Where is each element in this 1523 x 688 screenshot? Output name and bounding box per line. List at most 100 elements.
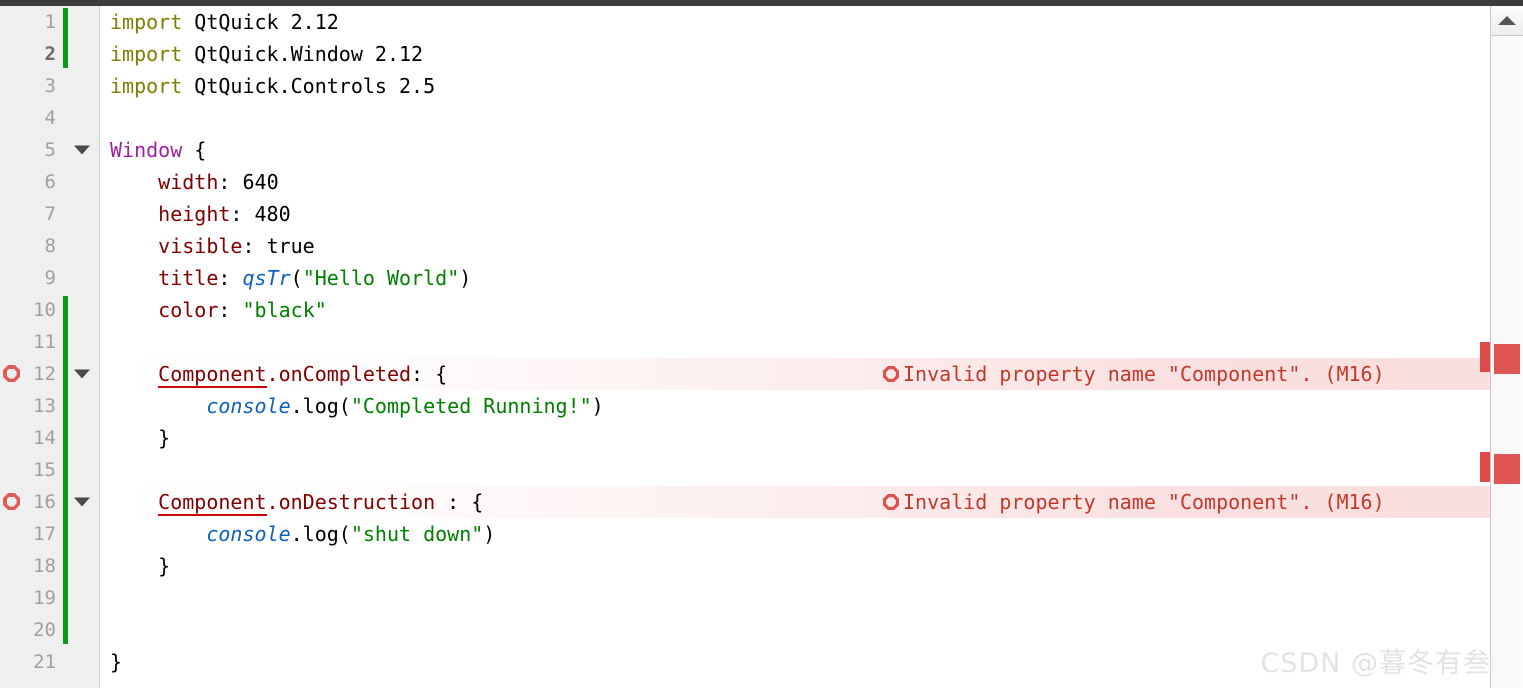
code-line[interactable]: import QtQuick 2.12 xyxy=(101,6,1490,38)
gutter-row[interactable]: 18 xyxy=(0,550,100,582)
code-token: import xyxy=(110,74,183,98)
code-line[interactable]: Window { xyxy=(101,134,1490,166)
gutter-row[interactable]: 2 xyxy=(0,38,100,70)
gutter-row[interactable]: 3 xyxy=(0,70,100,102)
code-line-with-error[interactable]: Component.onDestruction : {Invalid prope… xyxy=(101,486,1490,518)
gutter-row[interactable]: 6 xyxy=(0,166,100,198)
code-token: } xyxy=(110,554,171,578)
code-line[interactable]: width: 640 xyxy=(101,166,1490,198)
line-number: 17 xyxy=(33,523,56,545)
code-token: : xyxy=(242,234,267,258)
inline-error-annotation[interactable]: Invalid property name "Component". (M16) xyxy=(883,358,1385,390)
gutter-row[interactable]: 11 xyxy=(0,326,100,358)
gutter-row[interactable]: 1 xyxy=(0,6,100,38)
gutter-row[interactable]: 15 xyxy=(0,454,100,486)
code-token: console xyxy=(206,522,291,546)
code-token: width xyxy=(158,170,219,194)
line-number: 10 xyxy=(33,299,56,321)
gutter-row[interactable]: 17 xyxy=(0,518,100,550)
change-indicator-bar xyxy=(63,296,68,644)
code-token xyxy=(110,362,158,386)
line-number: 5 xyxy=(44,139,56,161)
line-number: 12 xyxy=(33,363,56,385)
code-line[interactable]: } xyxy=(101,422,1490,454)
code-token: : xyxy=(230,202,255,226)
code-token: : xyxy=(218,170,243,194)
code-token: ) xyxy=(483,522,496,546)
code-token: visible xyxy=(158,234,243,258)
code-line[interactable]: import QtQuick.Controls 2.5 xyxy=(101,70,1490,102)
code-token: : xyxy=(218,298,243,322)
code-line[interactable]: } xyxy=(101,550,1490,582)
code-token: Window xyxy=(110,138,183,162)
window-top-strip xyxy=(0,0,1523,6)
line-number: 14 xyxy=(33,427,56,449)
scrollbar-error-marker[interactable] xyxy=(1494,454,1520,484)
code-line[interactable] xyxy=(101,582,1490,614)
code-token: "black" xyxy=(242,298,327,322)
fold-chevron-down-icon[interactable] xyxy=(74,369,90,379)
code-token: QtQuick xyxy=(194,10,279,34)
gutter-row[interactable]: 9 xyxy=(0,262,100,294)
code-token xyxy=(387,74,399,98)
code-token xyxy=(110,490,158,514)
gutter-row[interactable]: 13 xyxy=(0,390,100,422)
code-line-with-error[interactable]: Component.onCompleted: {Invalid property… xyxy=(101,358,1490,390)
fold-chevron-down-icon[interactable] xyxy=(74,497,90,507)
code-line[interactable] xyxy=(101,614,1490,646)
gutter-row[interactable]: 20 xyxy=(0,614,100,646)
line-number: 1 xyxy=(44,11,56,33)
gutter-row[interactable]: 14 xyxy=(0,422,100,454)
fold-chevron-down-icon[interactable] xyxy=(74,145,90,155)
code-token: } xyxy=(110,426,171,450)
line-number: 19 xyxy=(33,587,56,609)
line-number: 21 xyxy=(33,651,56,673)
gutter-row[interactable]: 7 xyxy=(0,198,100,230)
error-octagon-icon xyxy=(883,366,899,382)
code-token xyxy=(110,234,158,258)
code-token: height xyxy=(158,202,231,226)
code-edge-error-marker xyxy=(1480,452,1490,482)
code-line[interactable]: height: 480 xyxy=(101,198,1490,230)
code-line[interactable]: visible: true xyxy=(101,230,1490,262)
gutter-row[interactable]: 5 xyxy=(0,134,100,166)
error-underlined-token: Component xyxy=(158,362,267,388)
inline-error-annotation[interactable]: Invalid property name "Component". (M16) xyxy=(883,486,1385,518)
code-line[interactable]: console.log("Completed Running!") xyxy=(101,390,1490,422)
vertical-scrollbar[interactable] xyxy=(1490,6,1523,688)
code-line[interactable] xyxy=(101,102,1490,134)
code-token: import xyxy=(110,10,183,34)
code-token: ( xyxy=(290,266,303,290)
line-number: 16 xyxy=(33,491,56,513)
error-message-text: Invalid property name "Component". (M16) xyxy=(903,490,1385,514)
code-line[interactable]: title: qsTr("Hello World") xyxy=(101,262,1490,294)
code-line[interactable]: color: "black" xyxy=(101,294,1490,326)
code-token xyxy=(110,394,206,418)
code-token: ) xyxy=(591,394,604,418)
code-token: 480 xyxy=(254,202,291,226)
code-token xyxy=(110,170,158,194)
error-octagon-icon[interactable] xyxy=(3,365,21,383)
error-octagon-icon[interactable] xyxy=(3,493,21,511)
code-token xyxy=(110,522,206,546)
gutter-row[interactable]: 12 xyxy=(0,358,100,390)
code-line[interactable]: import QtQuick.Window 2.12 xyxy=(101,38,1490,70)
gutter-row[interactable]: 4 xyxy=(0,102,100,134)
code-line[interactable]: } xyxy=(101,646,1490,678)
code-token xyxy=(110,202,158,226)
gutter-row[interactable]: 19 xyxy=(0,582,100,614)
gutter-row[interactable]: 10 xyxy=(0,294,100,326)
gutter-row[interactable]: 16 xyxy=(0,486,100,518)
code-token xyxy=(182,74,194,98)
code-line[interactable] xyxy=(101,326,1490,358)
scrollbar-error-marker[interactable] xyxy=(1494,344,1520,374)
scroll-up-button[interactable] xyxy=(1491,6,1523,36)
code-line[interactable]: console.log("shut down") xyxy=(101,518,1490,550)
gutter-row[interactable]: 8 xyxy=(0,230,100,262)
code-line[interactable] xyxy=(101,454,1490,486)
gutter-row[interactable]: 21 xyxy=(0,646,100,678)
line-number: 3 xyxy=(44,75,56,97)
change-indicator-bar xyxy=(63,8,68,68)
